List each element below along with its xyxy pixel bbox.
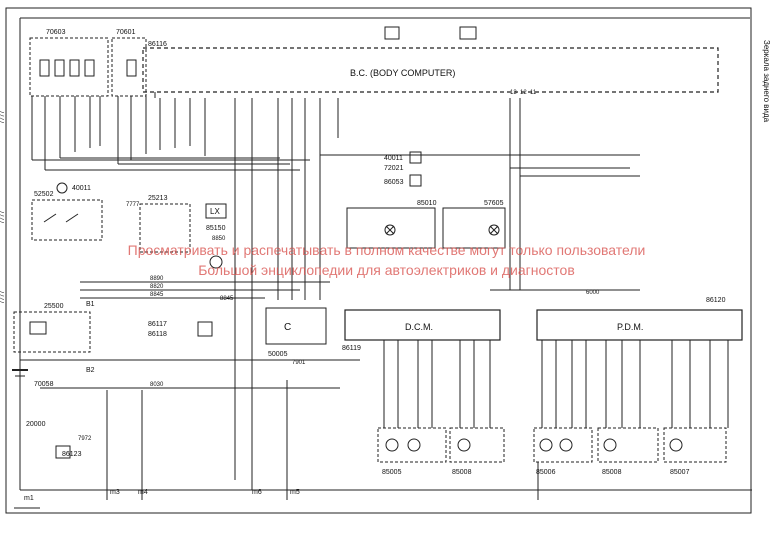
- ground-m6: m6: [252, 489, 262, 496]
- pin-b2: B2: [86, 367, 95, 374]
- vertical-wires-left: [19, 18, 521, 490]
- connector-72021: 72021: [384, 165, 404, 172]
- wire-8890: 8890: [150, 276, 164, 282]
- connector-25500: 25500: [44, 303, 64, 310]
- lx-label: LX: [210, 207, 220, 216]
- wire-6000: 6000: [586, 290, 600, 296]
- connector-85008-b: 85008: [602, 469, 622, 476]
- dcm-label: D.C.M.: [405, 322, 433, 332]
- pin-12: 12: [520, 90, 527, 96]
- pin-11: 11: [530, 90, 537, 96]
- connector-85006: 85006: [536, 469, 556, 476]
- connector-86123: 86123: [62, 451, 82, 458]
- connector-86118: 86118: [148, 331, 167, 338]
- wire-7777-d: 7777: [126, 202, 140, 208]
- motor-icon-5: [559, 438, 573, 452]
- wire-8030: 8030: [150, 382, 164, 388]
- mirror-motor-group-left: 85005 85008: [377, 427, 505, 476]
- body-computer-label: B.C. (BODY COMPUTER): [350, 68, 455, 78]
- motor-icon-6: [603, 438, 617, 452]
- wire-7777-b: 7777: [0, 210, 6, 224]
- wire-7901: 7901: [292, 360, 306, 366]
- watermark-line-2: Большой энциклопедии для автоэлектриков …: [198, 262, 575, 278]
- motor-icon-3: [457, 438, 471, 452]
- switch-52502: 52502: [31, 191, 103, 241]
- connector-70603: 70603: [46, 29, 66, 36]
- connector-70058: 70058: [34, 381, 54, 388]
- pin-13: 13: [510, 90, 517, 96]
- motor-icon: [385, 438, 399, 452]
- wire-8850: 8850: [212, 236, 226, 242]
- pdm-label: P.D.M.: [617, 322, 643, 332]
- connector-50005: 50005: [268, 351, 288, 358]
- dcm-module: D.C.M. 86119: [342, 309, 501, 352]
- lamp-icon: [384, 224, 396, 236]
- mirror-motor-group-right: 85006 85008 85007: [533, 427, 727, 476]
- ground-symbols: m1 m4 m6 m3 m5: [14, 489, 300, 509]
- connector-52502: 52502: [34, 191, 54, 198]
- body-computer-module: B.C. (BODY COMPUTER) 86116: [142, 26, 719, 98]
- mirror-switch-block: 70603 70601: [29, 29, 147, 97]
- indicator-icon: [209, 255, 223, 269]
- indicator-group: 40011 72021 86053 40011: [56, 151, 422, 194]
- connector-85010: 85010: [417, 200, 437, 207]
- motor-icon-4: [539, 438, 553, 452]
- wire-8845: 8845: [150, 292, 164, 298]
- connector-85150: 85150: [206, 225, 226, 232]
- relay-25500: 25500 B1 B2: [13, 301, 95, 374]
- connector-85008-a: 85008: [452, 469, 472, 476]
- connector-86116: 86116: [148, 41, 167, 48]
- switch-icon: [43, 213, 57, 223]
- ground-m1: m1: [24, 495, 34, 502]
- relay-25213: 25213 LX 85150: [139, 195, 227, 269]
- connector-25213: 25213: [148, 195, 168, 202]
- connector-86120: 86120: [706, 297, 726, 304]
- wire-7777-c: 7777: [0, 290, 6, 304]
- lamp-icon-2: [488, 224, 500, 236]
- ground-m4: m4: [138, 489, 148, 496]
- connector-20000: 20000: [26, 421, 46, 428]
- wire-8845-b: 8845: [220, 296, 234, 302]
- connector-85007: 85007: [670, 469, 690, 476]
- side-title: Зеркала заднего вида: [762, 40, 771, 123]
- watermark-line-1: Просматривать и распечатывать в полном к…: [127, 242, 646, 258]
- pin-b1: B1: [86, 301, 95, 308]
- connector-86053: 86053: [384, 179, 404, 186]
- lamp-module-85010: 85010: [346, 200, 437, 249]
- connector-57605: 57605: [484, 200, 504, 207]
- wire-8820: 8820: [150, 284, 164, 290]
- pdm-module: P.D.M. 86120: [536, 297, 743, 341]
- connector-86117: 86117: [148, 321, 167, 328]
- wire-7777-a: 7777: [0, 110, 6, 124]
- ground-m5: m5: [290, 489, 300, 496]
- c-module-label: C: [284, 322, 291, 333]
- ground-m3: m3: [110, 489, 120, 496]
- connector-70601: 70601: [116, 29, 136, 36]
- motor-feed-wires: [106, 340, 729, 500]
- connector-85005-a: 85005: [382, 469, 402, 476]
- page-frame: [5, 7, 752, 514]
- motor-icon-7: [669, 438, 683, 452]
- battery-section: 70058 20000 86123: [12, 369, 82, 459]
- connector-40011-a: 40011: [384, 155, 403, 162]
- c-module: C 50005: [265, 307, 327, 358]
- connector-86119: 86119: [342, 345, 361, 352]
- motor-icon-2: [407, 438, 421, 452]
- lamp-module-57605: 57605: [442, 200, 506, 249]
- connector-40011-b: 40011: [72, 185, 91, 192]
- wire-7972: 7972: [78, 436, 92, 442]
